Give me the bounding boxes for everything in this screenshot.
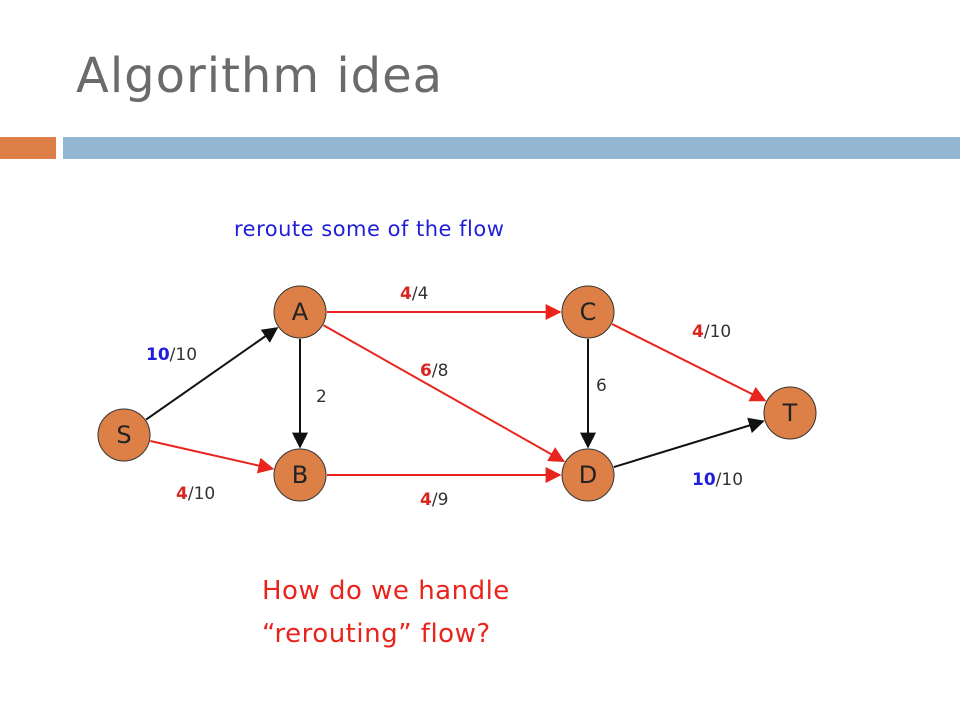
edge-flow-a-c: 4 bbox=[400, 284, 412, 304]
node-label-a: A bbox=[292, 298, 309, 326]
node-label-c: C bbox=[580, 298, 597, 326]
edge-capacity-b-d: 9 bbox=[438, 490, 449, 510]
node-circle-a bbox=[273, 285, 327, 339]
edge-label-a-d: 6/8 bbox=[420, 361, 448, 381]
edge-label-b-d: 4/9 bbox=[420, 490, 448, 510]
node-d: D bbox=[561, 448, 615, 502]
question-line-2: “rerouting” flow? bbox=[262, 619, 491, 649]
node-label-d: D bbox=[579, 461, 597, 489]
nodes-layer: S A B C D T bbox=[97, 285, 817, 502]
edge-label-c-d: 6 bbox=[596, 376, 607, 396]
edge-flow-s-a: 10 bbox=[146, 345, 170, 365]
edge-capacity-a-d: 8 bbox=[438, 361, 449, 381]
node-label-s: S bbox=[116, 421, 131, 449]
edge-capacity-c-d: 6 bbox=[596, 376, 607, 396]
edge-c-t bbox=[611, 323, 767, 402]
edge-capacity-c-t: 10 bbox=[710, 322, 732, 342]
edge-s-a bbox=[145, 327, 279, 421]
question-line-1: How do we handle bbox=[262, 576, 510, 606]
node-circle-t bbox=[763, 386, 817, 440]
node-label-b: B bbox=[292, 461, 308, 489]
edge-a-d bbox=[323, 324, 566, 463]
edge-capacity-a-c: 4 bbox=[418, 284, 429, 304]
edges-layer bbox=[145, 304, 767, 483]
node-circle-s bbox=[97, 408, 151, 462]
edge-labels-layer: 10/10 4/10 2 4/4 6/8 4/9 6 4/10 10/10 bbox=[146, 284, 743, 510]
node-label-t: T bbox=[782, 399, 798, 427]
node-t: T bbox=[763, 386, 817, 440]
edge-label-d-t: 10/10 bbox=[692, 470, 743, 490]
node-circle-c bbox=[561, 285, 615, 339]
title-accent-bar-orange bbox=[0, 137, 56, 159]
edge-capacity-s-b: 10 bbox=[194, 484, 216, 504]
node-a: A bbox=[273, 285, 327, 339]
edge-s-b bbox=[150, 440, 275, 474]
node-circle-d bbox=[561, 448, 615, 502]
node-b: B bbox=[273, 448, 327, 502]
question-text: How do we handle “rerouting” flow? bbox=[262, 570, 510, 656]
title-accent-bar-blue bbox=[63, 137, 960, 159]
edge-flow-b-d: 4 bbox=[420, 490, 432, 510]
edge-label-c-t: 4/10 bbox=[692, 322, 731, 342]
edge-flow-a-d: 6 bbox=[420, 361, 432, 381]
edge-d-t bbox=[613, 417, 765, 469]
edge-flow-s-b: 4 bbox=[176, 484, 188, 504]
edge-capacity-a-b: 2 bbox=[316, 387, 327, 407]
edge-capacity-s-a: 10 bbox=[175, 345, 197, 365]
node-s: S bbox=[97, 408, 151, 462]
edge-capacity-d-t: 10 bbox=[721, 470, 743, 490]
edge-label-s-a: 10/10 bbox=[146, 345, 197, 365]
node-c: C bbox=[561, 285, 615, 339]
slide-title: Algorithm idea bbox=[76, 48, 444, 104]
edge-label-a-c: 4/4 bbox=[400, 284, 428, 304]
subtitle-reroute: reroute some of the flow bbox=[234, 217, 504, 241]
edge-label-a-b: 2 bbox=[316, 387, 327, 407]
edge-flow-c-t: 4 bbox=[692, 322, 704, 342]
edge-flow-d-t: 10 bbox=[692, 470, 716, 490]
edge-label-s-b: 4/10 bbox=[176, 484, 215, 504]
node-circle-b bbox=[273, 448, 327, 502]
